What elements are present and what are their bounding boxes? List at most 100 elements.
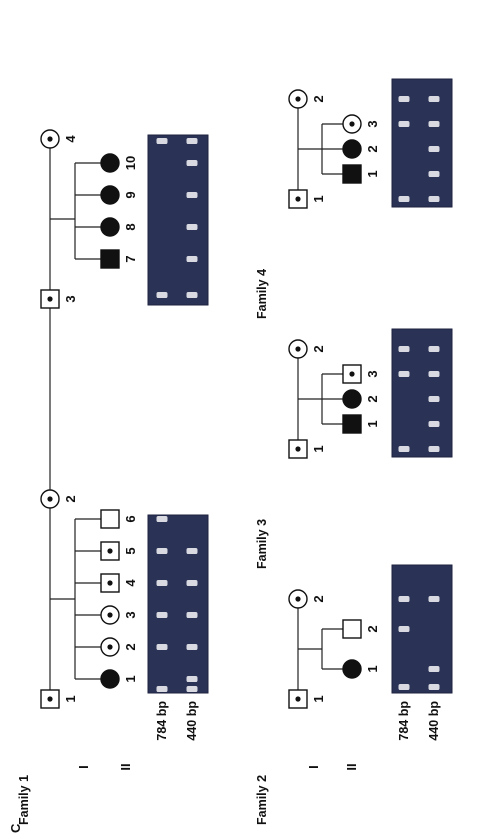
individual-number: 8	[123, 223, 138, 230]
gel-band	[157, 548, 168, 554]
individual-number: 2	[311, 595, 326, 602]
gel-image	[392, 79, 452, 207]
carrier-dot	[47, 496, 52, 501]
carrier-dot	[47, 296, 52, 301]
pedigree-symbol-female-carrier: 2	[289, 590, 326, 608]
pedigree-symbol-male-unaffected: 2	[343, 620, 380, 638]
gel-band	[429, 346, 440, 352]
gel-band	[157, 686, 168, 692]
individual-number: 3	[365, 120, 380, 127]
pedigree-symbol-female-affected: 8	[101, 218, 138, 236]
gel-band	[157, 138, 168, 144]
family-title: Family 1	[17, 775, 31, 825]
pedigree-symbol-female-carrier: 2	[101, 638, 138, 656]
gel-band	[399, 121, 410, 127]
gel-band	[429, 684, 440, 690]
individual-number: 2	[365, 395, 380, 402]
gel-band	[429, 596, 440, 602]
gel-band	[399, 196, 410, 202]
family-title: Family 2	[255, 775, 269, 825]
gel-band	[399, 626, 410, 632]
gel-band	[187, 612, 198, 618]
gel-image	[392, 329, 452, 457]
band-size-784: 784 bp	[397, 701, 411, 741]
gel-band	[157, 580, 168, 586]
band-size-440: 440 bp	[427, 701, 441, 741]
female-symbol	[101, 670, 119, 688]
gel-image	[148, 135, 208, 305]
male-symbol	[343, 165, 361, 183]
individual-number: 2	[311, 95, 326, 102]
gel-image	[392, 565, 452, 693]
female-symbol	[343, 660, 361, 678]
band-size-784: 784 bp	[155, 701, 169, 741]
carrier-dot	[295, 96, 300, 101]
individual-number: 2	[123, 643, 138, 650]
gel-band	[399, 446, 410, 452]
pedigree-symbol-male-carrier: 5	[101, 542, 138, 560]
individual-number: 5	[123, 547, 138, 554]
pedigree-symbol-male-unaffected: 6	[101, 510, 138, 528]
gel-band	[429, 171, 440, 177]
carrier-dot	[47, 136, 52, 141]
pedigree-symbol-male-carrier: 1	[289, 190, 326, 208]
generation-label-II: II	[344, 763, 359, 770]
pedigree-symbol-female-affected: 2	[343, 390, 380, 408]
gel-band	[157, 292, 168, 298]
pedigree-symbol-female-carrier: 2	[41, 490, 78, 508]
male-symbol	[101, 510, 119, 528]
pedigree-symbol-male-affected: 1	[343, 165, 380, 183]
generation-label-I: I	[76, 765, 91, 769]
gel-band	[429, 196, 440, 202]
gel-band	[157, 612, 168, 618]
gel-band	[187, 548, 198, 554]
gel-band	[399, 596, 410, 602]
individual-number: 1	[365, 420, 380, 427]
gel-band	[429, 666, 440, 672]
pedigree-symbol-male-carrier: 1	[289, 690, 326, 708]
individual-number: 4	[63, 135, 78, 143]
pedigree-symbol-female-affected: 9	[101, 186, 138, 204]
gel-band	[429, 146, 440, 152]
gel-band	[399, 684, 410, 690]
carrier-dot	[107, 644, 112, 649]
individual-number: 1	[63, 695, 78, 702]
carrier-dot	[295, 346, 300, 351]
male-symbol	[343, 415, 361, 433]
band-size-440: 440 bp	[185, 701, 199, 741]
gel-band	[399, 96, 410, 102]
individual-number: 3	[123, 611, 138, 618]
female-symbol	[343, 140, 361, 158]
gel-band	[187, 192, 198, 198]
gel-band	[429, 396, 440, 402]
pedigree-symbol-female-affected: 10	[101, 154, 138, 172]
pedigree-symbol-female-carrier: 3	[343, 115, 380, 133]
family-title: Family 4	[255, 269, 269, 319]
gel-band	[187, 138, 198, 144]
pedigree-symbol-female-carrier: 2	[289, 90, 326, 108]
individual-number: 3	[365, 370, 380, 377]
gel-band	[429, 446, 440, 452]
gel-band	[187, 644, 198, 650]
pedigree-symbol-male-carrier: 1	[289, 440, 326, 458]
pedigree-symbol-female-affected: 2	[343, 140, 380, 158]
gel-band	[157, 516, 168, 522]
individual-number: 1	[311, 695, 326, 702]
carrier-dot	[349, 371, 354, 376]
gel-band	[429, 121, 440, 127]
individual-number: 9	[123, 191, 138, 198]
individual-number: 2	[63, 495, 78, 502]
gel-band	[429, 96, 440, 102]
carrier-dot	[107, 580, 112, 585]
pedigree-symbol-male-carrier: 1	[41, 690, 78, 708]
pedigree-symbol-male-carrier: 4	[101, 574, 138, 592]
gel-band	[399, 346, 410, 352]
carrier-dot	[295, 596, 300, 601]
individual-number: 1	[365, 665, 380, 672]
gel-band	[187, 256, 198, 262]
individual-number: 10	[123, 156, 138, 170]
generation-label-I: I	[306, 765, 321, 769]
pedigree-symbol-male-carrier: 3	[41, 290, 78, 308]
carrier-dot	[107, 612, 112, 617]
female-symbol	[343, 390, 361, 408]
